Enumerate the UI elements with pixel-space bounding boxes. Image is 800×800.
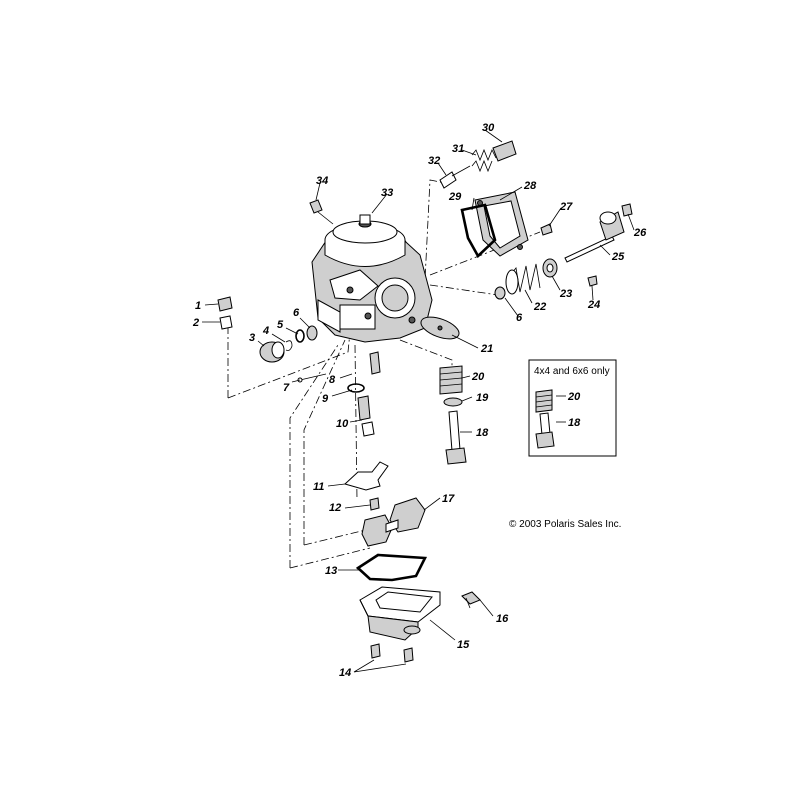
label-33: 33 xyxy=(381,187,393,199)
label-34: 34 xyxy=(316,175,328,187)
part-3-plug xyxy=(259,341,285,363)
part-1-cap xyxy=(217,296,233,312)
label-11: 11 xyxy=(313,481,324,493)
part-17-float xyxy=(361,497,426,547)
label-24: 24 xyxy=(587,299,600,311)
part-labels: 1 2 3 4 5 6 7 8 9 10 11 12 13 14 15 16 1… xyxy=(192,122,647,679)
label-7: 7 xyxy=(283,382,290,394)
part-28-cover xyxy=(474,191,529,257)
label-23: 23 xyxy=(559,288,572,300)
part-2-screw xyxy=(219,315,233,330)
part-19-washer xyxy=(443,397,463,407)
label-9: 9 xyxy=(322,393,329,405)
label-19: 19 xyxy=(476,392,489,404)
label-5: 5 xyxy=(277,319,284,331)
inset-label-20: 20 xyxy=(567,391,581,403)
label-17: 17 xyxy=(442,493,455,505)
label-13: 13 xyxy=(325,565,337,577)
label-4: 4 xyxy=(262,325,269,337)
part-7-pin xyxy=(297,373,327,383)
part-6-washer-b xyxy=(494,286,506,300)
part-23-bushing xyxy=(542,258,558,278)
part-27-screw xyxy=(540,223,553,236)
part-15-bowl xyxy=(359,586,441,641)
label-15: 15 xyxy=(457,639,470,651)
inset-box: 4x4 and 6x6 only 20 18 xyxy=(528,359,617,457)
part-6-washer-a xyxy=(306,325,318,341)
part-5-oring xyxy=(295,329,305,343)
label-6a: 6 xyxy=(293,307,300,319)
part-24-screw xyxy=(587,275,598,287)
part-18-screw xyxy=(445,410,467,465)
inset-title: 4x4 and 6x6 only xyxy=(534,366,610,377)
label-10: 10 xyxy=(336,418,349,430)
part-34-screw xyxy=(309,199,334,225)
label-18: 18 xyxy=(476,427,489,439)
label-6b: 6 xyxy=(516,312,523,324)
leader-lines xyxy=(202,129,635,641)
part-20-spring xyxy=(439,365,463,395)
part-16-screw xyxy=(461,591,481,609)
part-8-jet xyxy=(369,351,381,375)
part-4-clip xyxy=(285,340,293,351)
label-30: 30 xyxy=(482,122,495,134)
part-12-screw xyxy=(369,497,380,511)
label-25: 25 xyxy=(611,251,625,263)
carburetor-body xyxy=(311,214,433,343)
copyright-text: © 2003 Polaris Sales Inc. xyxy=(509,519,621,530)
label-31: 31 xyxy=(452,143,464,155)
label-8: 8 xyxy=(329,374,336,386)
label-32: 32 xyxy=(428,155,440,167)
idle-adjust-assembly xyxy=(439,140,517,189)
label-3: 3 xyxy=(249,332,255,344)
part-26-cap xyxy=(621,203,633,217)
label-1: 1 xyxy=(195,300,201,312)
label-20: 20 xyxy=(471,371,485,383)
part-21-diaphragm xyxy=(420,316,460,340)
label-22: 22 xyxy=(533,301,546,313)
label-26: 26 xyxy=(633,227,647,239)
part-10-needle xyxy=(357,395,375,437)
part-25-shaft xyxy=(564,211,625,263)
label-12: 12 xyxy=(329,502,341,514)
part-9-oring xyxy=(347,383,365,393)
label-2: 2 xyxy=(192,317,199,329)
part-13-gasket xyxy=(355,553,428,582)
part-11-bracket xyxy=(344,461,389,491)
label-14: 14 xyxy=(339,667,351,679)
label-21: 21 xyxy=(480,343,493,355)
label-27: 27 xyxy=(559,201,573,213)
label-28: 28 xyxy=(523,180,537,192)
part-22-spring xyxy=(505,263,541,295)
inset-label-18: 18 xyxy=(568,417,581,429)
label-16: 16 xyxy=(496,613,509,625)
part-29-gasket xyxy=(460,203,497,259)
label-29: 29 xyxy=(448,191,462,203)
part-14-screws xyxy=(353,643,414,673)
